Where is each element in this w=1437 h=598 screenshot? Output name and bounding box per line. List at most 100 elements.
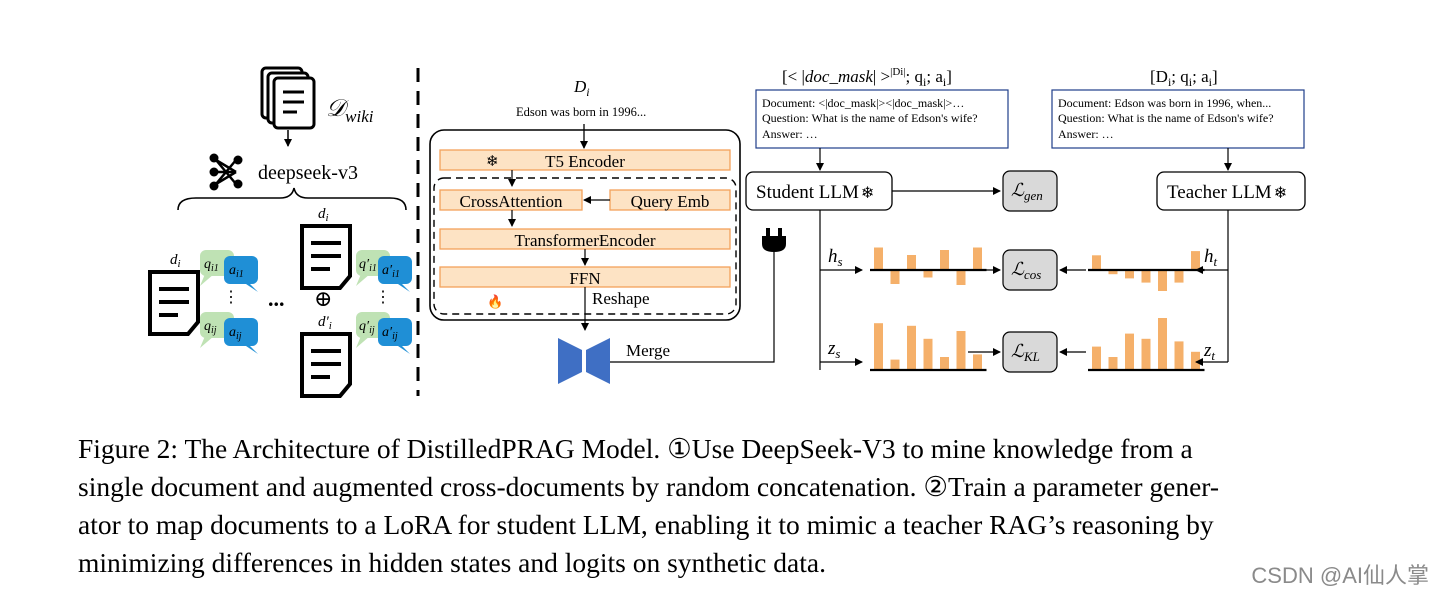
bar <box>1191 351 1200 370</box>
teacher-llm-label: Teacher LLM❄ <box>1167 182 1287 203</box>
t5-encoder-label: T5 Encoder <box>545 152 625 171</box>
ffn-label: FFN <box>569 269 600 288</box>
student-prompt-line: Document: <|doc_mask|><|doc_mask|>… <box>762 96 964 110</box>
bar <box>1158 270 1167 291</box>
bar <box>874 323 883 370</box>
bar <box>874 247 883 270</box>
bar <box>940 250 949 270</box>
doc-text: Edson was born in 1996... <box>516 105 646 119</box>
bar <box>1141 338 1151 370</box>
svg-text:q′i1: q′i1 <box>359 257 377 274</box>
svg-text:q′ij: q′ij <box>359 319 375 336</box>
cross-attention-block <box>439 189 583 211</box>
bar <box>1174 270 1184 283</box>
cross-attention-label: CrossAttention <box>460 192 563 211</box>
architecture-diagram: 𝒟wiki deepseek-v3 di qi1 ai1 ⋮ qij <box>148 66 1306 398</box>
student-llm-label: Student LLM❄ <box>756 182 874 203</box>
bar <box>923 270 933 278</box>
document-icon <box>148 270 200 336</box>
bar <box>1092 346 1101 370</box>
svg-text:aij: aij <box>229 325 242 342</box>
figure-caption: Figure 2: The Architecture of DistilledP… <box>78 430 1378 582</box>
doc-label-bottom: d′i <box>318 314 332 332</box>
zs-bar-chart <box>870 323 987 372</box>
bar <box>956 331 966 370</box>
oplus-symbol: ⊕ <box>314 286 332 311</box>
teacher-prompt-line: Answer: … <box>1058 127 1114 141</box>
loss-kl-box <box>1002 331 1058 373</box>
svg-text:qi1: qi1 <box>204 257 219 274</box>
hs-label: hs <box>828 246 843 269</box>
bar <box>973 247 982 270</box>
answer-bubble: a′i1 <box>378 256 412 292</box>
teacher-prompt-line: Question: What is the name of Edson's wi… <box>1058 111 1274 125</box>
model-label: deepseek-v3 <box>258 162 358 184</box>
plug-icon <box>762 228 786 252</box>
caption-line: Figure 2: The Architecture of DistilledP… <box>78 433 1193 464</box>
student-prompt-title: [< |doc_mask| >|Di|; qi; ai] <box>782 66 952 89</box>
watermark: CSDN @AI仙人掌 <box>1251 563 1429 588</box>
bar <box>1191 251 1200 270</box>
teacher-prompt-box <box>1051 89 1305 149</box>
ht-bar-chart <box>1088 251 1205 291</box>
bar <box>973 354 982 370</box>
answer-bubble: a′ij <box>378 318 412 354</box>
zt-bar-chart <box>1088 318 1205 372</box>
bar <box>1108 270 1118 275</box>
loss-cos-box <box>1002 249 1058 291</box>
bar <box>890 359 900 370</box>
bar <box>1125 270 1134 279</box>
reshape-label: Reshape <box>592 289 650 308</box>
merge-icon <box>558 338 610 384</box>
svg-text:a′i1: a′i1 <box>382 263 400 280</box>
hs-bar-chart <box>870 247 987 285</box>
vdots: ⋮ <box>375 289 391 306</box>
teacher-llm-box <box>1156 171 1306 211</box>
bar <box>907 255 916 270</box>
bar <box>1092 255 1101 270</box>
bar <box>923 338 933 370</box>
teacher-prompt-title: [Di; qi; ai] <box>1150 67 1218 89</box>
ht-label: ht <box>1204 246 1218 269</box>
answer-bubble: ai1 <box>224 256 258 292</box>
snowflake-icon: ❄ <box>486 154 499 170</box>
doc-stack-icon <box>260 66 316 130</box>
bar <box>1174 341 1184 370</box>
document-icon <box>300 332 352 398</box>
zs-label: zs <box>827 338 840 361</box>
bar <box>1158 318 1167 370</box>
flame-icon: 🔥 <box>487 294 503 309</box>
answer-bubble: aij <box>224 318 258 354</box>
loss-gen-box <box>1002 170 1058 212</box>
svg-text:ai1: ai1 <box>229 263 244 280</box>
t5-encoder-block <box>439 149 731 171</box>
doc-var-label: Di <box>573 77 590 99</box>
merge-label: Merge <box>626 341 670 360</box>
teacher-prompt-line: Document: Edson was born in 1996, when..… <box>1058 96 1271 110</box>
doc-label-left: di <box>170 252 181 270</box>
query-emb-label: Query Emb <box>631 192 710 211</box>
doc-label-top: di <box>318 206 329 224</box>
document-icon <box>300 224 352 290</box>
bar <box>1108 357 1118 370</box>
bar <box>890 270 900 284</box>
student-prompt-line: Answer: … <box>762 127 818 141</box>
bar <box>1125 333 1134 370</box>
bar <box>956 270 966 285</box>
caption-line: minimizing differences in hidden states … <box>78 547 826 578</box>
loss-gen-label: ℒgen <box>1011 180 1043 203</box>
caption-line: single document and augmented cross-docu… <box>78 471 1220 502</box>
ellipsis: ... <box>268 286 285 311</box>
corpus-label: 𝒟wiki <box>326 96 374 126</box>
loss-kl-label: ℒKL <box>1011 341 1040 364</box>
caption-line: ator to map documents to a LoRA for stud… <box>78 509 1214 540</box>
student-prompt-box <box>755 89 1009 149</box>
vdots: ⋮ <box>223 289 239 306</box>
brace <box>177 187 407 211</box>
bar <box>1141 270 1151 283</box>
transformer-encoder-label: TransformerEncoder <box>515 231 656 250</box>
zt-label: zt <box>1203 340 1215 363</box>
student-prompt-line: Question: What is the name of Edson's wi… <box>762 111 978 125</box>
svg-text:a′ij: a′ij <box>382 325 398 342</box>
bar <box>940 357 949 370</box>
